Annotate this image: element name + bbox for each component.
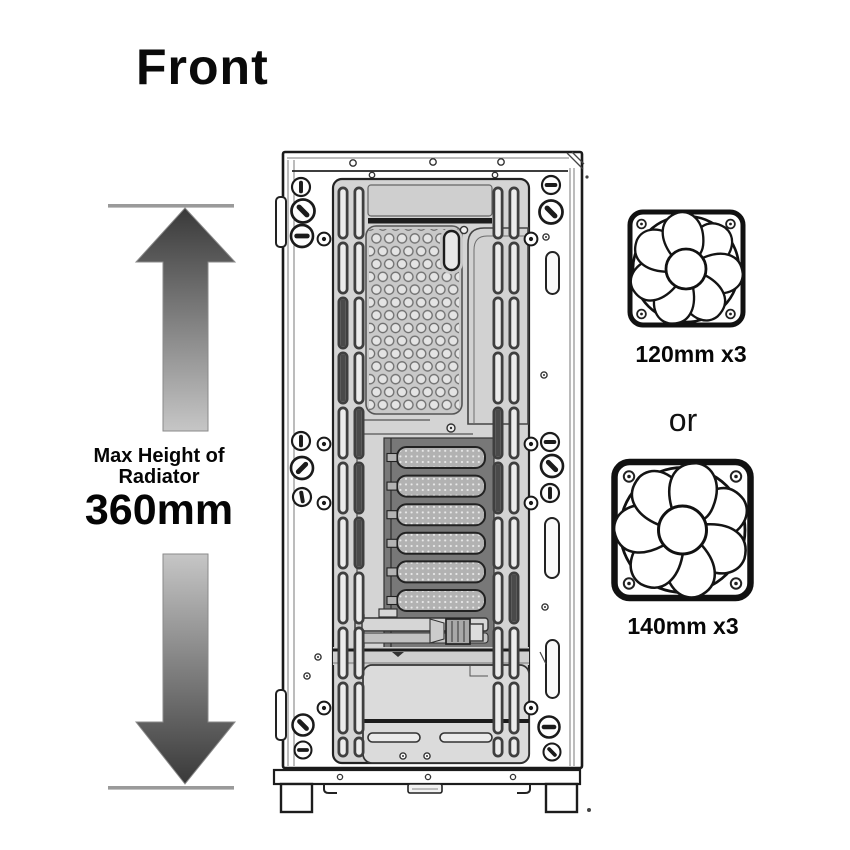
page-title: Front [136,39,269,95]
radiator-spec-line1: Max Height of [93,445,225,467]
top-bar-screws [349,158,505,179]
fan-option-120mm-label: 120mm x3 [635,341,747,367]
down-arrow-icon [134,553,237,785]
radiator-spec-label: Max Height of Radiator 360mm [59,445,259,534]
small-screws [303,175,591,812]
bottom-frame [272,768,582,814]
extent-line-top [108,204,234,208]
fan-option-separator: or [668,402,698,438]
right-column-slots [539,251,560,699]
radiator-spec-value: 360mm [84,486,234,534]
radiator-extent-markers [108,204,237,790]
side-hinges [275,196,287,741]
case-foot-left [279,782,314,814]
perforated-vent-area [365,225,469,415]
fan-120mm-icon [623,203,752,332]
extent-line-bottom [108,786,234,790]
up-arrow-icon [134,207,237,432]
pc-case-front-diagram [272,150,591,814]
pci-slot-covers [383,437,495,649]
radiator-spec-line2: Radiator [118,466,200,488]
fan-option-140mm-label: 140mm x3 [627,613,739,639]
fan-140mm-icon [603,453,755,608]
psu-shroud [333,647,530,764]
case-foot-right [544,782,579,814]
fan-rail-slots [337,186,520,758]
